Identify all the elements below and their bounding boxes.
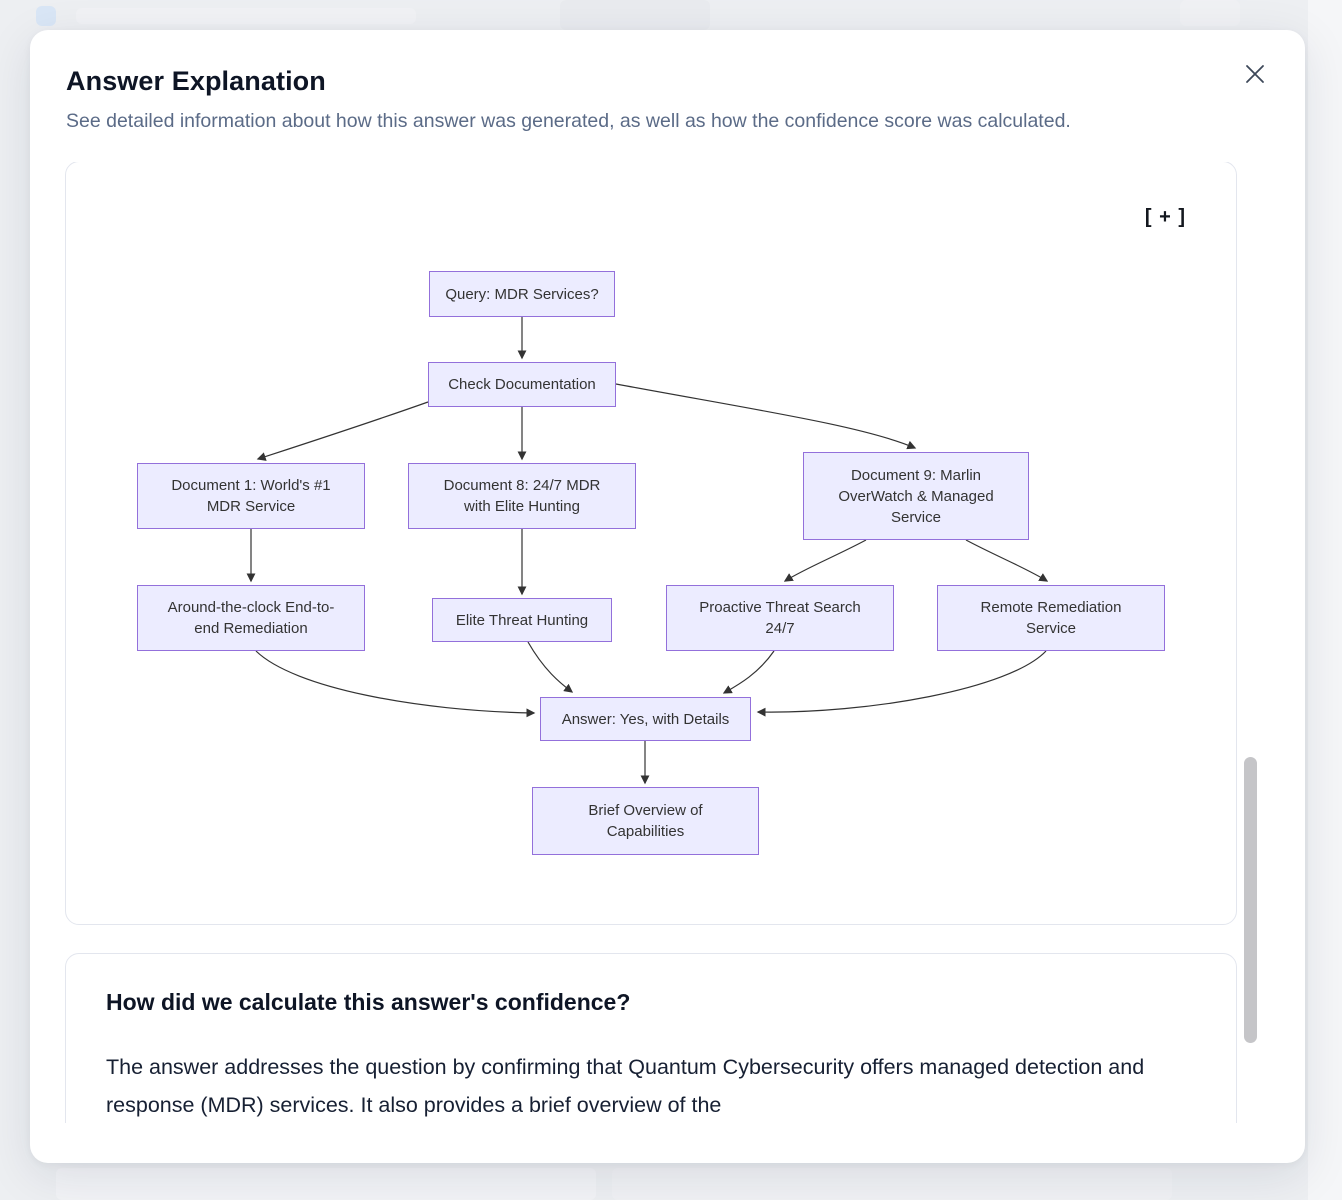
flow-node-remote-remediation: Remote Remediation Service <box>937 585 1165 651</box>
background-block <box>56 1168 596 1200</box>
flow-node-proactive-threat-search: Proactive Threat Search 24/7 <box>666 585 894 651</box>
background-text-bar <box>76 8 416 24</box>
confidence-heading: How did we calculate this answer's confi… <box>106 989 631 1015</box>
flow-node-document-1: Document 1: World's #1 MDR Service <box>137 463 365 529</box>
flow-node-brief-overview: Brief Overview of Capabilities <box>532 787 759 855</box>
flow-node-query: Query: MDR Services? <box>429 271 615 317</box>
flow-node-document-9: Document 9: Marlin OverWatch & Managed S… <box>803 452 1029 540</box>
diagram-zoom-button[interactable]: [ + ] <box>1144 206 1186 228</box>
modal-scroll-viewport[interactable]: [ + ] <box>30 162 1305 1123</box>
flowchart-card: [ + ] <box>65 162 1237 925</box>
background-page-strip <box>1308 0 1342 1200</box>
background-block <box>1180 0 1240 26</box>
close-button[interactable] <box>1237 56 1273 92</box>
flowchart: Query: MDR Services? Check Documentation… <box>66 162 1238 925</box>
modal-header: Answer Explanation See detailed informat… <box>66 66 1225 133</box>
modal-title: Answer Explanation <box>66 66 326 96</box>
modal-subtitle: See detailed information about how this … <box>66 110 1071 132</box>
background-block <box>612 1168 1172 1200</box>
flow-node-answer: Answer: Yes, with Details <box>540 697 751 741</box>
flow-node-elite-threat-hunting: Elite Threat Hunting <box>432 598 612 642</box>
flow-node-check-documentation: Check Documentation <box>428 362 616 407</box>
answer-explanation-modal: Answer Explanation See detailed informat… <box>30 30 1305 1163</box>
confidence-body-text: The answer addresses the question by con… <box>106 1055 1145 1117</box>
flow-node-document-8: Document 8: 24/7 MDR with Elite Hunting <box>408 463 636 529</box>
close-icon <box>1243 62 1267 86</box>
background-block <box>560 0 710 30</box>
flowchart-edges-svg <box>246 317 1049 785</box>
scrollbar-thumb[interactable] <box>1244 757 1257 1043</box>
background-app-icon <box>36 6 56 26</box>
confidence-explanation-card: How did we calculate this answer's confi… <box>65 953 1237 1123</box>
flow-node-remediation: Around-the-clock End-to- end Remediation <box>137 585 365 651</box>
